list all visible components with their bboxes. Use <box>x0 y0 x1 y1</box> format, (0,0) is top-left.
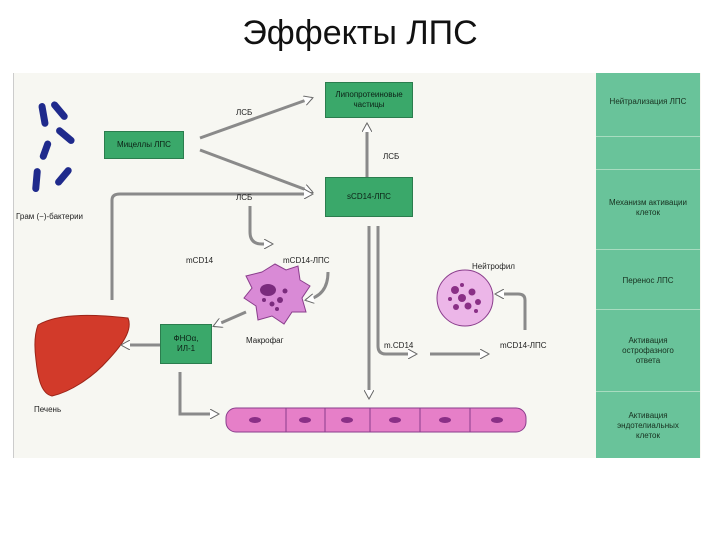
mcd14-label-left: mCD14 <box>186 256 214 265</box>
arrow-to-neutrophil <box>496 294 527 330</box>
arrow-tnf-to-endothelium <box>178 372 218 414</box>
liver-label: Печень <box>34 405 62 414</box>
panel-item-neutralization: Нейтрализация ЛПС <box>609 97 687 106</box>
panel-divider <box>596 136 700 137</box>
mcd14-lps-label-left: mCD14-ЛПС <box>283 256 330 265</box>
mcd14-lps-label-right: mCD14-ЛПС <box>500 341 547 350</box>
macrophage-icon <box>243 263 311 325</box>
arrow-right-branch <box>376 226 416 354</box>
panel-item-endothelial: Активация эндотелиальных клеток <box>617 411 679 440</box>
panel-divider <box>596 309 700 310</box>
bacteria-icon <box>32 101 75 193</box>
micelles-box: Мицеллы ЛПС <box>104 131 184 159</box>
flow-arrows <box>110 98 527 414</box>
lipoproteins-box: Липопротеиновые частицы <box>325 82 413 118</box>
macrophage-nucleus <box>260 284 288 311</box>
arrow-micelles-to-lipoproteins <box>199 98 312 140</box>
liver-icon <box>34 314 130 397</box>
arrow-macrophage-to-tnf <box>214 310 247 326</box>
lsb-label-top: ЛСБ <box>236 108 253 117</box>
panel-item-lps-transfer: Перенос ЛПС <box>622 276 674 285</box>
macrophage-label: Макрофаг <box>246 336 284 345</box>
arrow-bacteria-to-scd14 <box>110 194 312 300</box>
bacteria-label: Грам (−)-бактерии <box>16 212 84 221</box>
lsb-label-right: ЛСБ <box>383 152 400 161</box>
slide-title: Эффекты ЛПС <box>242 14 478 52</box>
neutrophil-nucleus <box>448 283 481 313</box>
arrow-lsb-to-mcd14 <box>248 206 272 244</box>
lsb-label-mid: ЛСБ <box>236 193 253 202</box>
neutrophil-label: Нейтрофил <box>472 262 515 271</box>
panel-divider <box>596 169 700 170</box>
mcd14-label-right: m.CD14 <box>384 341 414 350</box>
panel-divider <box>596 249 700 250</box>
panel-item-acute-phase: Активация острофазного ответа <box>622 336 674 365</box>
arrow-micelles-to-scd14 <box>199 148 312 192</box>
effects-panel: Нейтрализация ЛПС Механизм активации кле… <box>596 73 700 458</box>
endothelium-icon <box>225 407 527 433</box>
arrow-mcd14lps-to-macrophage <box>306 271 330 300</box>
panel-divider <box>596 391 700 392</box>
tnf-il1-box: ФНОα, ИЛ-1 <box>160 324 212 364</box>
panel-item-activation-mechanism: Механизм активации клеток <box>609 198 687 217</box>
scd14-lps-box: sCD14-ЛПС <box>325 177 413 217</box>
